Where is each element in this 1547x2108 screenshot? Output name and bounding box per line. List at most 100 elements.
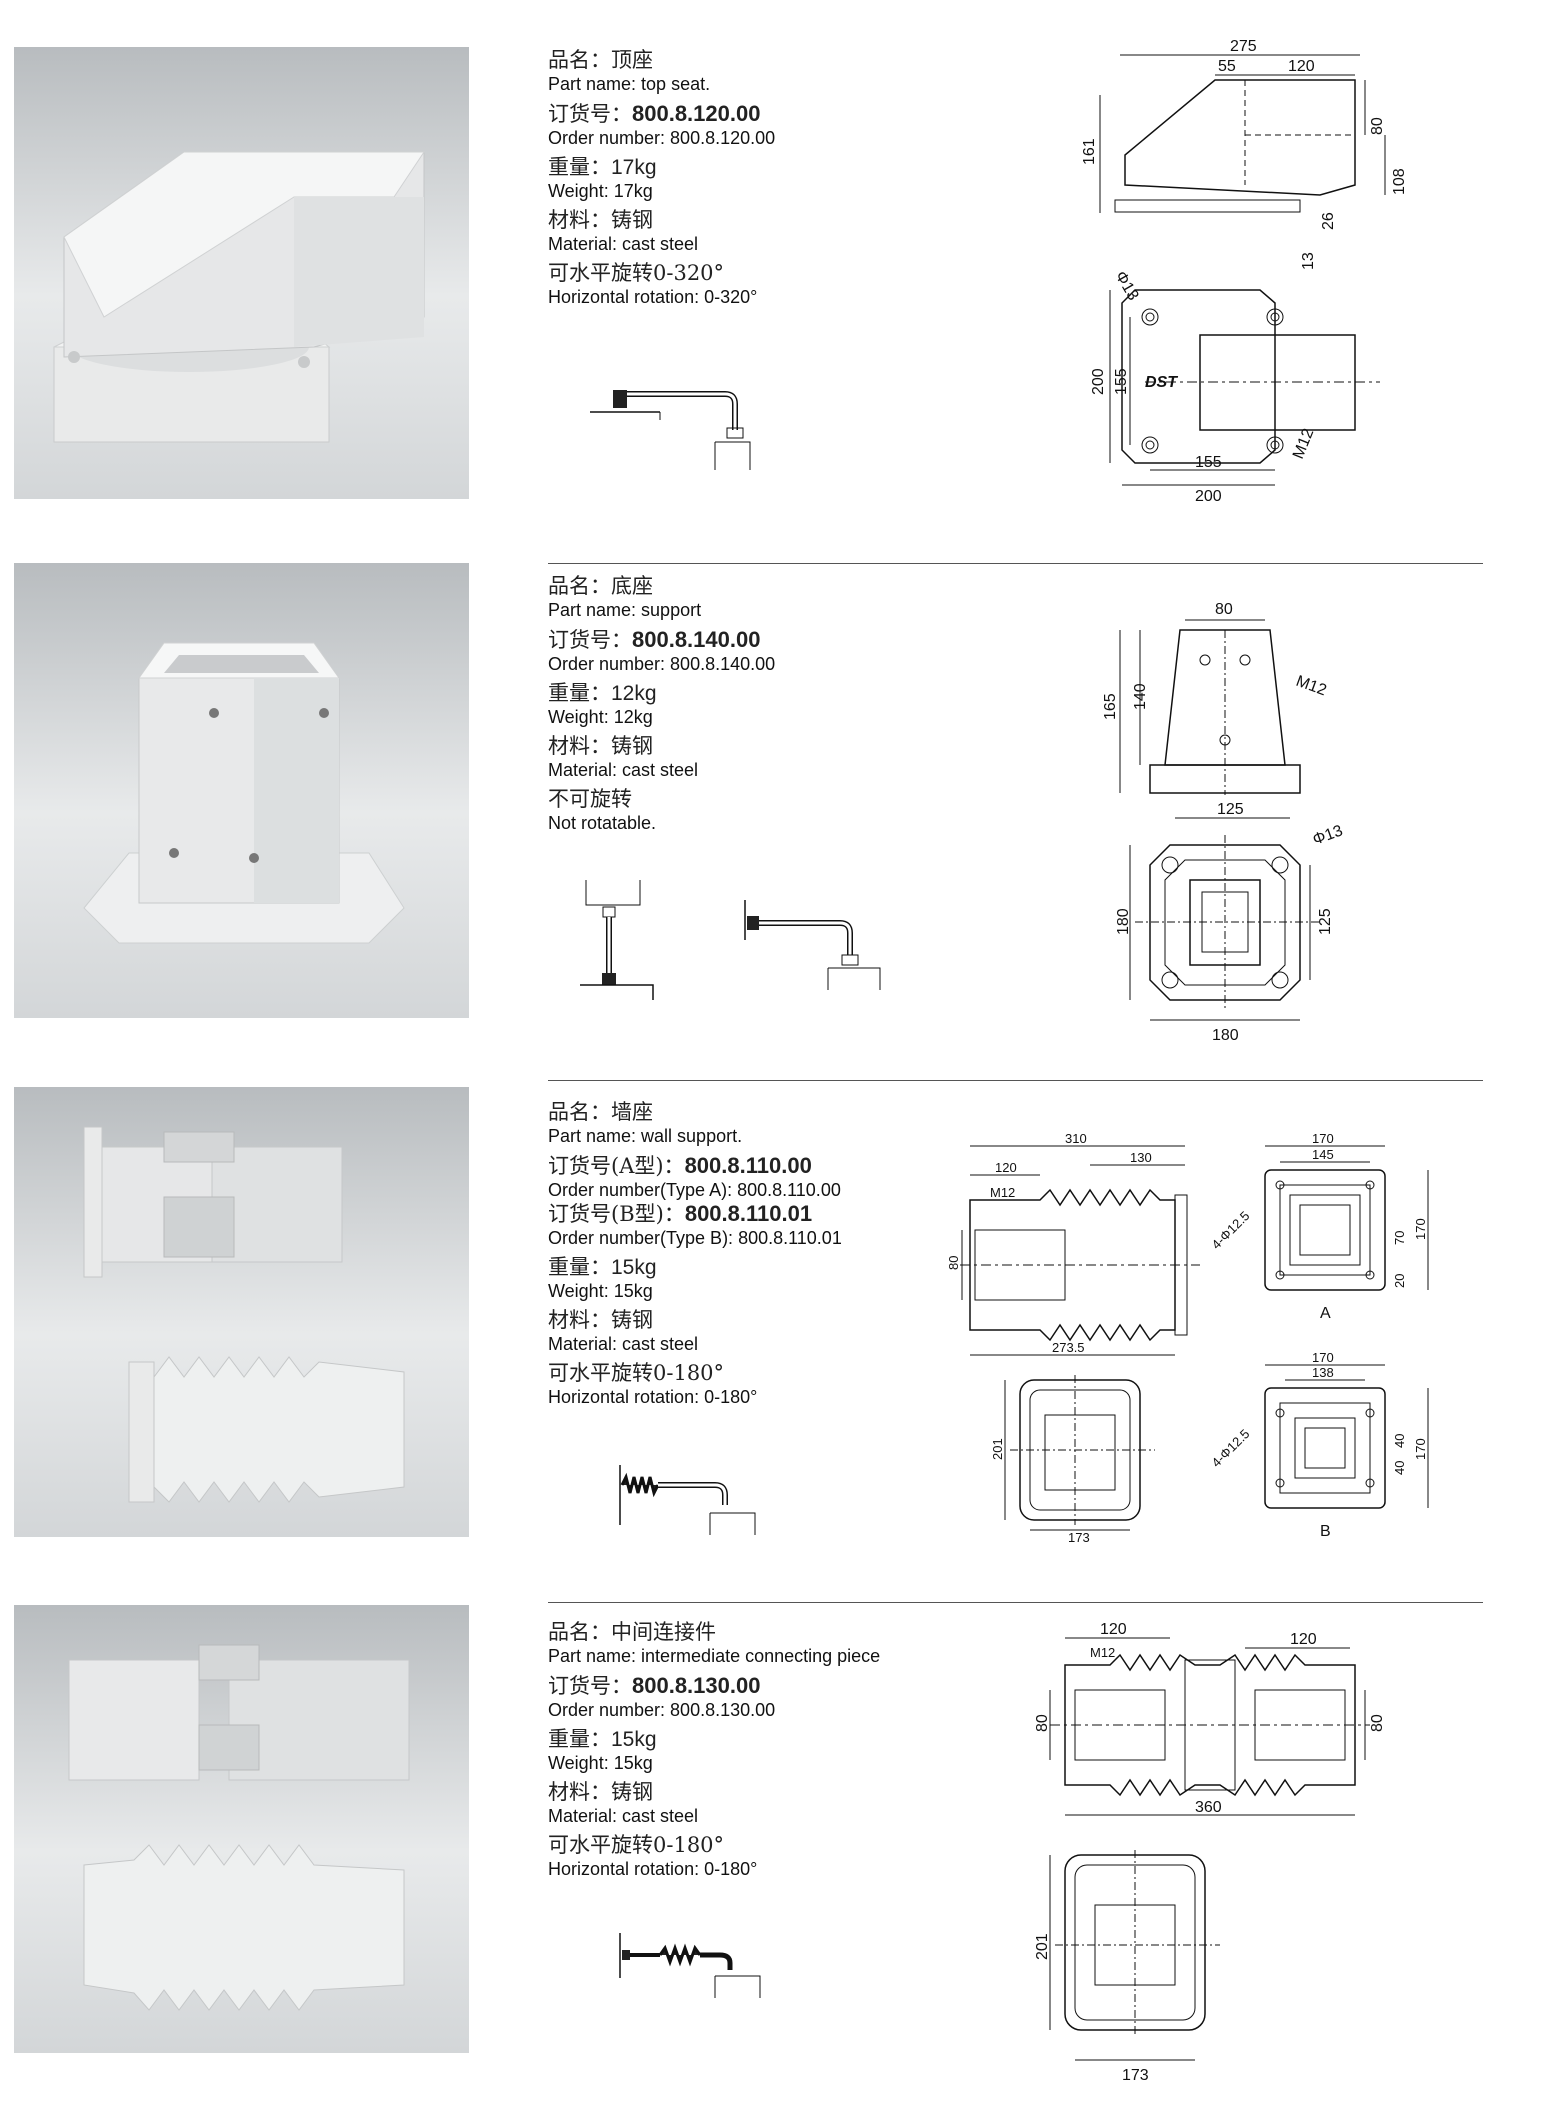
dim-phi13: Φ13 xyxy=(1311,822,1346,848)
wall-support-image xyxy=(83,1126,405,1503)
part-name-cn: 品名：顶座 xyxy=(548,48,653,72)
rotation-cn: 不可旋转 xyxy=(548,787,632,811)
mounting-schematic-support-vertical xyxy=(578,875,658,1000)
separator-3 xyxy=(548,1602,1483,1603)
weight-en: Weight: 15kg xyxy=(548,1281,653,1301)
dim-120-right: 120 xyxy=(1290,1631,1317,1648)
material-en: Material: cast steel xyxy=(548,1806,699,1826)
dim-120-left: 120 xyxy=(1100,1621,1127,1638)
dim-155-horizontal: 155 xyxy=(1195,454,1222,471)
material-en: Material: cast steel xyxy=(548,1334,699,1354)
dim-120: 120 xyxy=(1288,58,1315,75)
dim-140: 140 xyxy=(1132,683,1149,710)
photo-intermediate-piece xyxy=(14,1605,469,2053)
dim-201: 201 xyxy=(990,1438,1005,1460)
order-number-en: Order number: 800.8.130.00 xyxy=(548,1700,776,1720)
dim-130: 130 xyxy=(1130,1150,1152,1165)
weight-en: Weight: 12kg xyxy=(548,707,653,727)
separator-1 xyxy=(548,563,1483,564)
dimension-drawing-top-seat: 275 55 120 161 80 108 26 13 Φ13 DST 200 … xyxy=(1070,35,1410,510)
rotation-cn: 可水平旋转0-180° xyxy=(548,1361,725,1385)
dim-161: 161 xyxy=(1081,138,1098,165)
support-image xyxy=(83,642,405,944)
specs-top-seat: 品名：顶座 Part name: top seat. 订货号：800.8.120… xyxy=(548,48,968,314)
weight-cn: 重量：17kg xyxy=(548,155,657,179)
order-number-en: Order number: 800.8.120.00 xyxy=(548,128,776,148)
weight-en: Weight: 17kg xyxy=(548,181,653,201)
mounting-schematic-support-horizontal xyxy=(740,900,890,990)
dim-201: 201 xyxy=(1034,1933,1051,1960)
dim-200-vertical: 200 xyxy=(1090,368,1107,395)
dim-173: 173 xyxy=(1122,2067,1149,2084)
part-name-en: Part name: top seat. xyxy=(548,74,711,94)
dim-b-40-lower: 40 xyxy=(1392,1461,1407,1475)
dim-80-left: 80 xyxy=(1034,1714,1051,1732)
rotation-cn: 可水平旋转0-320° xyxy=(548,261,725,285)
rotation-en: Horizontal rotation: 0-180° xyxy=(548,1859,758,1879)
dim-80: 80 xyxy=(1369,117,1386,135)
weight-en: Weight: 15kg xyxy=(548,1753,653,1773)
label-type-b: B xyxy=(1320,1523,1331,1540)
part-name-en: Part name: support xyxy=(548,600,702,620)
material-en: Material: cast steel xyxy=(548,234,699,254)
intermediate-piece-image xyxy=(68,1644,410,2011)
mounting-schematic-intermediate-piece xyxy=(615,1928,765,1998)
order-number-cn: 订货号：800.8.130.00 xyxy=(548,1673,761,1698)
dim-55: 55 xyxy=(1218,58,1236,75)
order-number-en: Order number: 800.8.140.00 xyxy=(548,654,776,674)
dim-m12: M12 xyxy=(990,1185,1015,1200)
dim-a-170-right: 170 xyxy=(1413,1218,1428,1240)
material-cn: 材料：铸钢 xyxy=(548,734,653,758)
dim-m12: M12 xyxy=(1090,1645,1115,1660)
dimension-drawing-wall-support: 310 120 130 M12 80 273.5 170 145 4-Φ12.5… xyxy=(940,1130,1450,1550)
weight-cn: 重量：12kg xyxy=(548,681,657,705)
dim-125-top: 125 xyxy=(1217,801,1244,818)
dim-108: 108 xyxy=(1391,168,1408,195)
photo-top-seat xyxy=(14,47,469,499)
part-name-en: Part name: intermediate connecting piece xyxy=(548,1646,881,1666)
specs-wall-support: 品名：墙座 Part name: wall support. 订货号(A型)：8… xyxy=(548,1100,968,1414)
specs-support: 品名：底座 Part name: support 订货号：800.8.140.0… xyxy=(548,574,968,840)
dim-180-vertical: 180 xyxy=(1115,908,1132,935)
dim-m12: M12 xyxy=(1294,673,1329,700)
material-cn: 材料：铸钢 xyxy=(548,1308,653,1332)
specs-intermediate-piece: 品名：中间连接件 Part name: intermediate connect… xyxy=(548,1620,968,1886)
material-cn: 材料：铸钢 xyxy=(548,208,653,232)
dim-a-20: 20 xyxy=(1392,1274,1407,1288)
top-seat-image xyxy=(53,151,425,443)
rotation-cn: 可水平旋转0-180° xyxy=(548,1833,725,1857)
photo-support xyxy=(14,563,469,1018)
dim-200-horizontal: 200 xyxy=(1195,488,1222,505)
dim-26: 26 xyxy=(1320,212,1337,230)
dim-80-right: 80 xyxy=(1369,1714,1386,1732)
dim-173: 173 xyxy=(1068,1530,1090,1545)
part-name-en: Part name: wall support. xyxy=(548,1126,743,1146)
dim-b-170-right: 170 xyxy=(1413,1438,1428,1460)
part-name-cn: 品名：中间连接件 xyxy=(548,1620,716,1644)
dim-a-70: 70 xyxy=(1392,1231,1407,1245)
dim-165: 165 xyxy=(1102,693,1119,720)
dim-180-horizontal: 180 xyxy=(1212,1027,1239,1044)
separator-2 xyxy=(548,1080,1483,1081)
dim-13: 13 xyxy=(1300,252,1317,270)
label-type-a: A xyxy=(1320,1305,1331,1322)
order-number-b-cn: 订货号(B型)：800.8.110.01 xyxy=(548,1201,813,1226)
mounting-schematic-wall-support xyxy=(615,1465,765,1535)
dim-125-right: 125 xyxy=(1317,908,1334,935)
order-number-b-en: Order number(Type B): 800.8.110.01 xyxy=(548,1228,842,1248)
dim-273-5: 273.5 xyxy=(1052,1340,1085,1355)
dim-b-138: 138 xyxy=(1312,1365,1334,1380)
weight-cn: 重量：15kg xyxy=(548,1255,657,1279)
logo-dst: DST xyxy=(1145,374,1178,391)
part-name-cn: 品名：墙座 xyxy=(548,1100,653,1124)
order-number-cn: 订货号：800.8.140.00 xyxy=(548,627,761,652)
rotation-en: Not rotatable. xyxy=(548,813,657,833)
mounting-schematic-top-seat xyxy=(585,370,775,470)
order-number-a-en: Order number(Type A): 800.8.110.00 xyxy=(548,1180,841,1200)
material-cn: 材料：铸钢 xyxy=(548,1780,653,1804)
order-number-cn: 订货号：800.8.120.00 xyxy=(548,101,761,126)
dim-120: 120 xyxy=(995,1160,1017,1175)
weight-cn: 重量：15kg xyxy=(548,1727,657,1751)
part-name-cn: 品名：底座 xyxy=(548,574,653,598)
dim-360: 360 xyxy=(1195,1799,1222,1816)
